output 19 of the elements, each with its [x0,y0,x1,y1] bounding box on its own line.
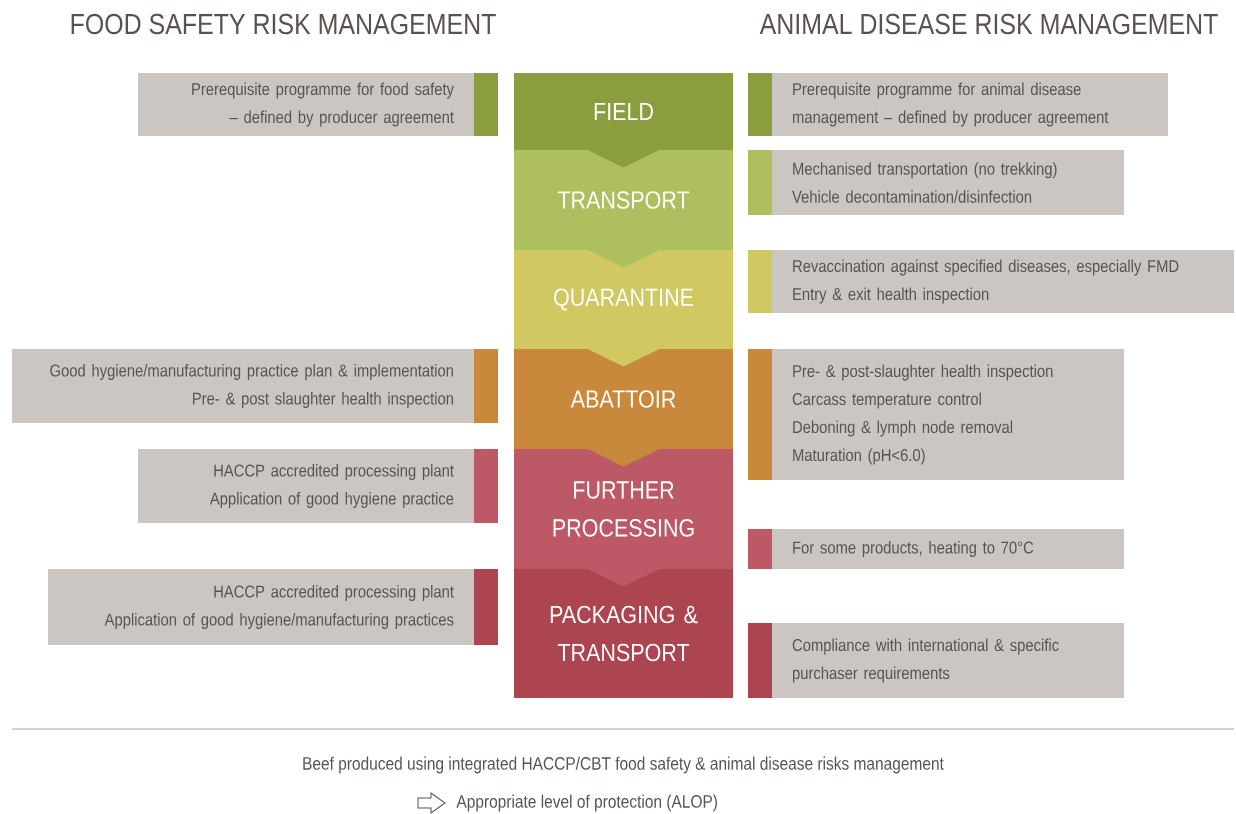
note-box: Pre- & post-slaughter health inspection Carcass temperature control Deboning & lymph node removal Maturation (pH<6.0) [748,349,1124,480]
chevron-arrow [587,448,660,467]
note-box: Good hygiene/manufacturing practice plan & implementation Pre- & post slaughter health inspection [12,349,498,423]
chevron-arrow [587,249,660,268]
note-box: Compliance with international & specific purchaser requirements [748,623,1124,698]
note-box: Revaccination against specified diseases, especially FMD Entry & exit health inspection [748,250,1234,313]
column-heading: ANIMAL DISEASE RISK MANAGEMENT [759,13,1218,35]
note-box: HACCP accredited processing plant Application of good hygiene/manufacturing practices [48,569,498,645]
note-box: Prerequisite programme for animal disease management – defined by producer agreement [748,73,1168,136]
summary-text: Beef produced using integrated HACCP/CBT food safety & animal disease risks management [303,756,944,774]
note-box: HACCP accredited processing plant Application of good hygiene practice [138,449,498,523]
note-box: Mechanised transportation (no trekking) Vehicle decontamination/disinfection [748,150,1124,215]
note-box: For some products, heating to 70°C [748,529,1124,569]
summary-text: Appropriate level of protection (ALOP) [456,794,717,812]
column-heading: FOOD SAFETY RISK MANAGEMENT [71,13,496,35]
note-box: Prerequisite programme for food safety – defined by producer agreement [138,73,498,136]
stage-band: PACKAGING & TRANSPORT [514,569,733,698]
chevron-arrow [587,348,660,367]
chevron-arrow [587,149,660,168]
